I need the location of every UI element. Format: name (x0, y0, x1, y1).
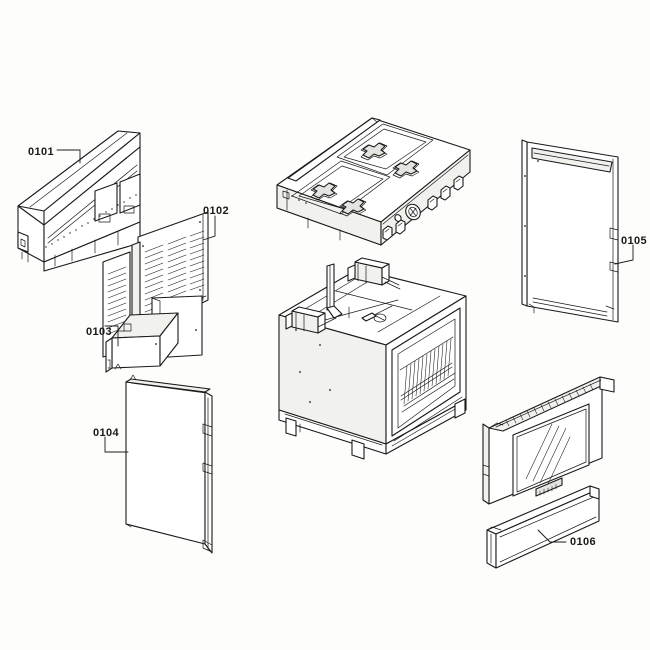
part-label-0102: 0102 (203, 205, 230, 217)
part-label-0103: 0103 (86, 326, 113, 338)
oven-door-assembly (482, 376, 615, 569)
part-0105-right-side-panel (521, 139, 619, 323)
part-0104-left-side-panel (125, 378, 213, 554)
part-0101-backguard (17, 130, 141, 272)
part-label-0101: 0101 (28, 146, 55, 158)
part-0103-duct-box (105, 295, 203, 381)
part-label-0105: 0105 (621, 235, 648, 247)
leader-lines (56, 149, 634, 543)
oven-cavity-assembly (278, 257, 467, 460)
cooktop-assembly (276, 117, 471, 246)
part-label-0104: 0104 (93, 427, 120, 439)
part-label-0106: 0106 (570, 536, 597, 548)
